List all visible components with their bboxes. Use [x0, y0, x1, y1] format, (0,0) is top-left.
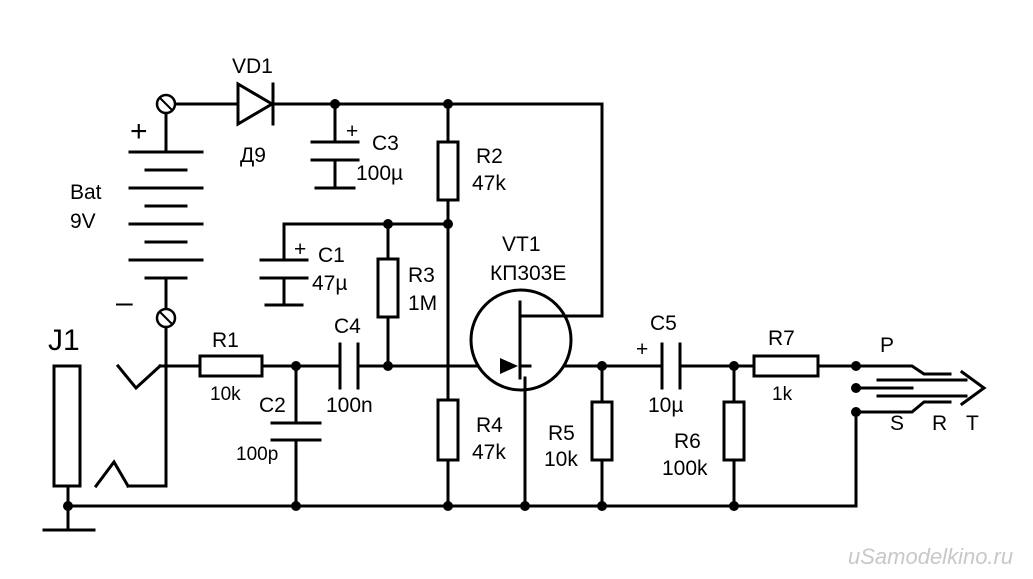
resistor-body — [752, 354, 820, 378]
resistor-body — [198, 354, 264, 378]
junction-dot — [443, 99, 453, 109]
capacitor-value-label: 100µ — [356, 162, 403, 185]
capacitor-ref-label: C5 — [650, 312, 677, 335]
junction-dot — [383, 361, 393, 371]
terminal-slot — [159, 311, 173, 325]
resistor-r1: R1 10k — [198, 329, 264, 405]
resistor-value-label: 10k — [544, 448, 578, 471]
capacitor-c4: C4 100n — [326, 315, 373, 417]
capacitor-value-label: 100n — [326, 394, 373, 417]
battery-bat: + – Bat 9V — [70, 93, 204, 329]
capacitor-ref-label: C3 — [372, 132, 399, 155]
capacitor-c3: + C3 100µ — [310, 120, 403, 190]
junction-dot — [597, 501, 607, 511]
resistor-ref-label: R4 — [476, 414, 503, 437]
resistor-r2: R2 47k — [436, 140, 506, 202]
jack-sleeve-contact — [93, 459, 131, 489]
plug-sleeve-line — [854, 400, 952, 414]
resistor-r7: R7 1k — [752, 327, 820, 405]
output-plug: P S R T — [854, 334, 987, 435]
plug-tip-line — [854, 364, 952, 376]
resistor-r4: R4 47k — [436, 398, 506, 464]
resistor-body — [376, 257, 400, 319]
resistor-value-label: 47k — [472, 172, 506, 195]
capacitor-c1: + C1 47µ — [259, 238, 347, 307]
watermark: uSamodelkino.ru — [848, 544, 1013, 569]
resistor-body — [436, 140, 460, 202]
battery-value-label: 9V — [70, 210, 96, 233]
resistor-ref-label: R7 — [768, 327, 795, 350]
resistor-ref-label: R5 — [548, 422, 575, 445]
junction-dot — [330, 99, 340, 109]
diode-vd1: VD1 Д9 — [232, 55, 275, 167]
capacitor-value-label: 100p — [236, 444, 278, 465]
capacitor-value-label: 10µ — [648, 394, 683, 417]
junction-dot — [729, 361, 739, 371]
transistor-value-label: КП303Е — [490, 262, 566, 285]
capacitor-c2: C2 100p — [236, 394, 322, 465]
terminal-slot — [159, 97, 173, 111]
wires — [42, 102, 858, 532]
resistor-value-label: 10k — [210, 384, 241, 405]
resistor-ref-label: R3 — [408, 264, 435, 287]
junction-dot — [520, 501, 530, 511]
resistor-value-label: 1k — [772, 384, 793, 405]
diode-ref-label: VD1 — [232, 55, 273, 78]
battery-ref-label: Bat — [70, 181, 102, 204]
resistor-r5: R5 10k — [544, 400, 614, 471]
diode-triangle — [236, 81, 275, 127]
transistor-gate-arrow — [500, 358, 518, 374]
resistor-value-label: 47k — [472, 441, 506, 464]
capacitor-polarity-sign: + — [346, 120, 358, 143]
junctions — [63, 99, 861, 511]
resistor-body — [436, 398, 460, 462]
jack-tip-contact — [115, 363, 163, 391]
junction-dot — [729, 501, 739, 511]
junction-dot — [291, 361, 301, 371]
plug-label-s: S — [890, 412, 904, 435]
junction-dot — [443, 219, 453, 229]
jack-ref-label: J1 — [48, 324, 80, 357]
capacitor-value-label: 47µ — [312, 272, 347, 295]
transistor-vt1: VT1 КП303Е — [469, 233, 604, 394]
plug-label-t: T — [966, 412, 979, 435]
capacitor-ref-label: C1 — [318, 244, 345, 267]
diode-value-label: Д9 — [240, 144, 266, 167]
battery-plus-sign: + — [130, 115, 148, 148]
resistor-ref-label: R2 — [476, 145, 503, 168]
jack-j1: J1 — [48, 324, 163, 489]
resistor-value-label: 100k — [662, 457, 708, 480]
resistor-r3: R3 1M — [376, 257, 437, 319]
capacitor-polarity-sign: + — [636, 338, 648, 361]
capacitor-ref-label: C4 — [334, 315, 361, 338]
junction-dot — [291, 501, 301, 511]
junction-dot — [443, 501, 453, 511]
jack-body — [52, 364, 82, 488]
plug-label-r: R — [932, 412, 947, 435]
transistor-ref-label: VT1 — [502, 233, 541, 256]
capacitor-polarity-sign: + — [294, 238, 306, 261]
resistor-body — [590, 400, 614, 462]
junction-dot — [383, 219, 393, 229]
battery-minus-sign: – — [116, 286, 133, 319]
resistor-ref-label: R1 — [212, 329, 239, 352]
resistor-r6: R6 100k — [662, 400, 746, 480]
junction-dot — [597, 361, 607, 371]
junction-dot — [63, 501, 73, 511]
plug-label-p: P — [880, 334, 894, 357]
resistor-ref-label: R6 — [674, 430, 701, 453]
resistor-body — [722, 400, 746, 462]
capacitor-ref-label: C2 — [259, 394, 286, 417]
resistor-value-label: 1M — [408, 292, 437, 315]
plug-tip-arrow — [959, 369, 987, 407]
capacitor-c5: + C5 10µ — [636, 312, 683, 417]
